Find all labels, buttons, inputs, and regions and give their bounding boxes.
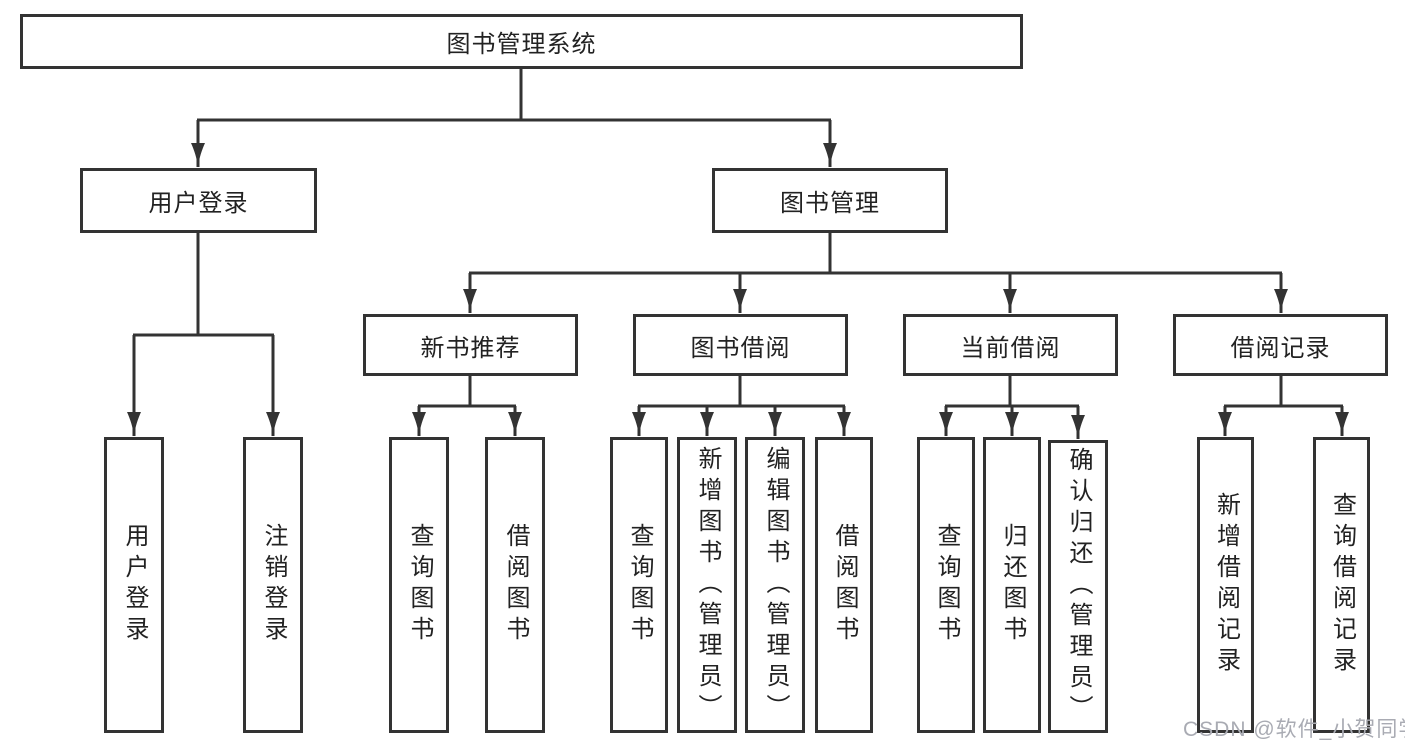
node-label: 新增图书（管理员） bbox=[694, 445, 721, 725]
leaf-add-borrow-record: 新增借阅记录 bbox=[1197, 437, 1254, 733]
node-borrowing-record: 借阅记录 bbox=[1173, 314, 1388, 376]
node-label: 编辑图书（管理员） bbox=[762, 445, 789, 725]
leaf-borrow-books-2: 借阅图书 bbox=[815, 437, 873, 733]
node-new-book-recommendation: 新书推荐 bbox=[363, 314, 578, 376]
leaf-edit-books-admin: 编辑图书（管理员） bbox=[745, 437, 805, 733]
leaf-query-books-3: 查询图书 bbox=[917, 437, 975, 733]
node-label: 确认归还（管理员） bbox=[1065, 447, 1092, 726]
node-label: 借阅记录 bbox=[1230, 334, 1331, 362]
node-label: 借阅图书 bbox=[502, 523, 529, 647]
node-label: 查询图书 bbox=[626, 523, 653, 647]
node-label: 注销登录 bbox=[260, 523, 287, 647]
node-label: 查询图书 bbox=[406, 523, 433, 647]
leaf-query-books-2: 查询图书 bbox=[610, 437, 668, 733]
leaf-logout: 注销登录 bbox=[243, 437, 303, 733]
node-label: 查询借阅记录 bbox=[1328, 492, 1356, 678]
leaf-confirm-return-admin: 确认归还（管理员） bbox=[1048, 440, 1108, 733]
node-label: 用户登录 bbox=[121, 523, 148, 647]
node-label: 当前借阅 bbox=[960, 334, 1061, 362]
node-label: 查询图书 bbox=[933, 523, 960, 647]
node-book-management: 图书管理 bbox=[712, 168, 948, 233]
leaf-add-books-admin: 新增图书（管理员） bbox=[677, 437, 737, 733]
leaf-borrow-books-1: 借阅图书 bbox=[485, 437, 545, 733]
node-label: 图书管理 bbox=[780, 190, 880, 217]
leaf-user-login: 用户登录 bbox=[104, 437, 164, 733]
leaf-query-borrow-record: 查询借阅记录 bbox=[1313, 437, 1370, 733]
node-label: 借阅图书 bbox=[831, 523, 858, 647]
node-user-login: 用户登录 bbox=[80, 168, 317, 233]
node-label: 用户登录 bbox=[148, 190, 249, 217]
node-current-borrowing: 当前借阅 bbox=[903, 314, 1118, 376]
node-book-borrowing: 图书借阅 bbox=[633, 314, 848, 376]
node-label: 新书推荐 bbox=[420, 334, 521, 362]
csdn-watermark: CSDN @软件_小贺同学 bbox=[1183, 718, 1405, 741]
leaf-return-books: 归还图书 bbox=[983, 437, 1041, 733]
node-label: 新增借阅记录 bbox=[1212, 492, 1240, 678]
node-label: 归还图书 bbox=[999, 523, 1026, 647]
node-label: 图书管理系统 bbox=[446, 31, 597, 58]
node-label: 图书借阅 bbox=[690, 334, 791, 362]
leaf-query-books-1: 查询图书 bbox=[389, 437, 449, 733]
node-library-management-system: 图书管理系统 bbox=[20, 14, 1023, 69]
